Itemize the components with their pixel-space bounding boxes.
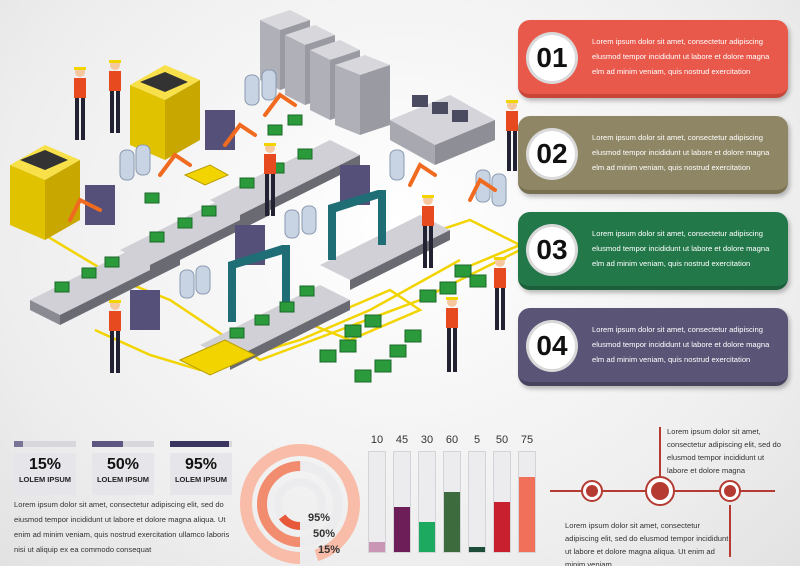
bar-fill xyxy=(419,522,435,552)
info-card-4: 04 Lorem ipsum dolor sit amet, consectet… xyxy=(518,308,788,386)
teal-arches xyxy=(228,190,386,322)
stat-50: 50% LOLEM IPSUM xyxy=(92,441,154,495)
worker xyxy=(422,195,434,268)
bar-fill xyxy=(394,507,410,552)
card-number: 02 xyxy=(526,128,578,180)
bar-track xyxy=(368,451,386,553)
stat-bar xyxy=(14,441,76,447)
bar-track xyxy=(518,451,536,553)
worker xyxy=(506,100,518,171)
bar-fill xyxy=(469,547,485,552)
bar-fill xyxy=(444,492,460,552)
stat-percent: 95% xyxy=(184,456,218,473)
card-text: Lorem ipsum dolor sit amet, consectetur … xyxy=(592,133,770,172)
card-text: Lorem ipsum dolor sit amet, consectetur … xyxy=(592,229,770,268)
stat-bar-fill xyxy=(14,441,24,447)
conveyor-belts xyxy=(30,140,450,370)
bar-value-label: 10 xyxy=(370,434,384,446)
bar-track xyxy=(443,451,461,553)
worker xyxy=(494,257,506,330)
ring-chart xyxy=(240,444,360,564)
worker xyxy=(446,297,458,372)
card-number: 01 xyxy=(526,32,578,84)
ring-95 xyxy=(240,444,360,564)
timeline-graphic xyxy=(550,427,775,557)
yellow-machines xyxy=(10,65,200,240)
timeline-top-text: Lorem ipsum dolor sit amet, consectetur … xyxy=(667,427,781,475)
info-card-3: 03 Lorem ipsum dolor sit amet, consectet… xyxy=(518,212,788,290)
workers xyxy=(74,60,518,373)
stat-label: LOLEM IPSUM xyxy=(18,475,72,484)
bar-fill xyxy=(369,542,385,552)
bar-value-label: 30 xyxy=(420,434,434,446)
worker xyxy=(109,300,121,373)
worker xyxy=(264,143,276,216)
card-number: 03 xyxy=(526,224,578,276)
info-card-2: 02 Lorem ipsum dolor sit amet, consectet… xyxy=(518,116,788,194)
bar-value-label: 50 xyxy=(495,434,509,446)
stat-95: 95% LOLEM IPSUM xyxy=(170,441,232,495)
stat-bar-fill xyxy=(92,441,123,447)
bar-track xyxy=(493,451,511,553)
bar-track xyxy=(393,451,411,553)
ring-15 xyxy=(274,478,326,530)
stat-percent: 50% xyxy=(106,456,140,473)
bar-fill xyxy=(494,502,510,552)
worker xyxy=(74,67,86,140)
stat-15: 15% LOLEM IPSUM xyxy=(14,441,76,495)
bar-fill xyxy=(519,477,535,552)
ring-label-15: 15% xyxy=(318,544,341,556)
stat-box: 95% LOLEM IPSUM xyxy=(170,453,232,495)
green-boxes xyxy=(54,114,487,383)
stat-label: LOLEM IPSUM xyxy=(174,475,228,484)
press-machines xyxy=(85,110,370,330)
bar-value-label: 45 xyxy=(395,434,409,446)
info-card-1: 01 Lorem ipsum dolor sit amet, consectet… xyxy=(518,20,788,98)
ring-label-50: 50% xyxy=(313,528,336,540)
stat-box: 15% LOLEM IPSUM xyxy=(14,453,76,495)
card-text: Lorem ipsum dolor sit amet, consectetur … xyxy=(592,37,770,76)
control-console xyxy=(390,95,495,165)
trays xyxy=(178,164,257,376)
description-paragraph: Lorem ipsum dolor sit amet, consectetur … xyxy=(14,500,230,554)
stat-bar-fill xyxy=(170,441,229,447)
ring-50 xyxy=(257,461,343,547)
robot-arms xyxy=(68,92,497,222)
card-number: 04 xyxy=(526,320,578,372)
bar-value-label: 75 xyxy=(520,434,534,446)
bar-value-label: 60 xyxy=(445,434,459,446)
stat-bar xyxy=(170,441,232,447)
timeline-bottom-text: Lorem ipsum dolor sit amet, consectetur … xyxy=(565,521,729,566)
factory-illustration xyxy=(10,10,524,383)
card-text: Lorem ipsum dolor sit amet, consectetur … xyxy=(592,325,770,364)
bar-track xyxy=(418,451,436,553)
bar-track xyxy=(468,451,486,553)
stat-bar xyxy=(92,441,154,447)
bar-value-label: 5 xyxy=(473,434,481,446)
stat-box: 50% LOLEM IPSUM xyxy=(92,453,154,495)
worker xyxy=(109,60,121,133)
ring-label-95: 95% xyxy=(308,512,331,524)
stat-percent: 15% xyxy=(28,456,62,473)
stat-label: LOLEM IPSUM xyxy=(96,475,150,484)
server-racks xyxy=(260,10,390,135)
